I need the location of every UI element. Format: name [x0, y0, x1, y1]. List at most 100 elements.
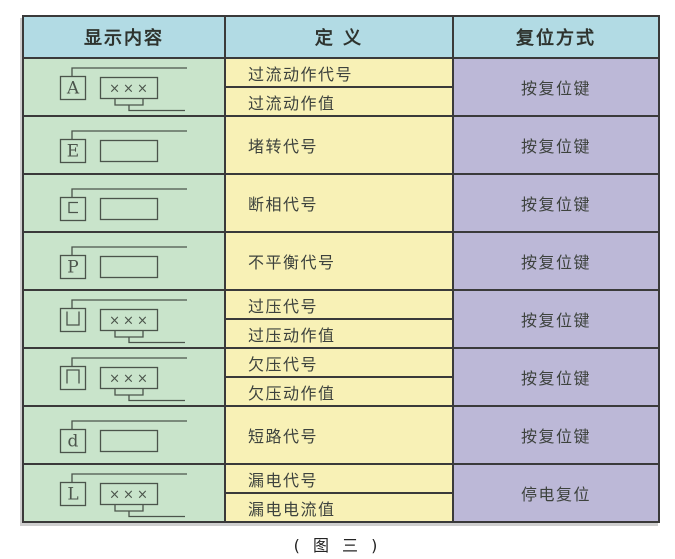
value-box: [99, 255, 159, 279]
display-cell: d: [24, 407, 224, 463]
display-cell: ×××: [24, 349, 224, 405]
definition-cell: 过流动作代号过流动作值: [226, 59, 452, 115]
reset-method-label: 停电复位: [520, 485, 591, 504]
code-box: [59, 196, 87, 222]
seven-segment-display-icon: [59, 188, 187, 222]
lead-bracket: [114, 330, 144, 338]
reset-cell: 按复位键: [454, 349, 658, 405]
code-box: [59, 138, 87, 164]
definition-cell: 短路代号: [226, 407, 452, 463]
value-placeholder: ×××: [109, 82, 151, 97]
definition-label: 不平衡代号: [248, 253, 336, 272]
display-cell: A ×××: [24, 59, 224, 115]
value-box: [99, 308, 159, 332]
lead-line-bottom: [128, 337, 185, 344]
code-box: [59, 365, 87, 391]
value-box: [99, 482, 159, 506]
code-box: [59, 481, 87, 507]
reset-method-label: 按复位键: [520, 195, 591, 214]
definition-label: 漏电代号: [248, 470, 319, 490]
display-cell: [24, 175, 224, 231]
lead-line-top: [71, 246, 187, 256]
fault-code-table: 显示内容 定 义 复位方式 A ××× 过流动作代号过流动作值 按复位键 E 堵…: [22, 15, 660, 523]
lead-line-bottom: [128, 511, 185, 518]
code-box: [59, 75, 87, 101]
definition-label: 欠压动作值: [226, 376, 452, 405]
reset-cell: 停电复位: [454, 465, 658, 521]
definition-cell: 过压代号过压动作值: [226, 291, 452, 347]
value-box: [99, 197, 159, 221]
seven-segment-display-icon: E: [59, 130, 187, 164]
definition-label: 漏电电流值: [226, 492, 452, 521]
lead-bracket: [114, 504, 144, 512]
lead-line-bottom: [128, 105, 185, 112]
value-box: [99, 76, 159, 100]
lead-line-top: [71, 188, 187, 198]
header-display-content: 显示内容: [24, 17, 224, 57]
code-box: [59, 307, 87, 333]
definition-label: 过流动作代号: [248, 64, 354, 84]
code-letter: d: [68, 432, 79, 452]
value-placeholder: ×××: [109, 314, 151, 329]
lead-line-top: [71, 130, 187, 140]
reset-method-label: 按复位键: [520, 79, 591, 98]
code-letter: E: [67, 142, 79, 162]
lead-line-top: [71, 67, 187, 77]
reset-cell: 按复位键: [454, 233, 658, 289]
value-box: [99, 366, 159, 390]
lead-line-top: [71, 420, 187, 430]
reset-method-label: 按复位键: [520, 137, 591, 156]
seven-segment-display-icon: L ×××: [59, 473, 187, 518]
reset-method-label: 按复位键: [520, 311, 591, 330]
code-glyph: [66, 311, 80, 326]
display-cell: E: [24, 117, 224, 173]
lead-line-top: [71, 299, 187, 309]
reset-cell: 按复位键: [454, 291, 658, 347]
value-box: [99, 139, 159, 163]
header-reset-method: 复位方式: [454, 17, 658, 57]
definition-label: 欠压代号: [248, 354, 319, 374]
definition-cell: 欠压代号欠压动作值: [226, 349, 452, 405]
seven-segment-display-icon: P: [59, 246, 187, 280]
reset-cell: 按复位键: [454, 117, 658, 173]
reset-method-label: 按复位键: [520, 253, 591, 272]
definition-label: 短路代号: [248, 427, 319, 446]
code-letter: A: [66, 79, 80, 99]
definition-label: 过压动作值: [226, 318, 452, 347]
code-letter: P: [67, 258, 78, 278]
definition-label: 过流动作值: [226, 86, 452, 115]
code-glyph: [66, 369, 80, 384]
definition-cell: 不平衡代号: [226, 233, 452, 289]
lead-line-top: [71, 473, 187, 483]
reset-cell: 按复位键: [454, 407, 658, 463]
seven-segment-display-icon: ×××: [59, 357, 187, 402]
seven-segment-display-icon: ×××: [59, 299, 187, 344]
reset-cell: 按复位键: [454, 59, 658, 115]
code-box: [59, 428, 87, 454]
value-box: [99, 429, 159, 453]
definition-cell: 堵转代号: [226, 117, 452, 173]
code-letter: L: [67, 485, 78, 505]
definition-label: 断相代号: [248, 195, 319, 214]
definition-label: 过压代号: [248, 296, 319, 316]
definition-label: 堵转代号: [248, 137, 319, 156]
figure-caption: ( 图 三 ): [293, 536, 382, 555]
display-cell: L ×××: [24, 465, 224, 521]
display-cell: ×××: [24, 291, 224, 347]
definition-cell: 断相代号: [226, 175, 452, 231]
lead-bracket: [114, 388, 144, 396]
definition-cell: 漏电代号漏电电流值: [226, 465, 452, 521]
reset-method-label: 按复位键: [520, 427, 591, 446]
header-definition: 定 义: [226, 17, 452, 57]
reset-method-label: 按复位键: [520, 369, 591, 388]
lead-bracket: [114, 98, 144, 106]
seven-segment-display-icon: d: [59, 420, 187, 454]
reset-cell: 按复位键: [454, 175, 658, 231]
display-cell: P: [24, 233, 224, 289]
code-glyph: [68, 201, 78, 214]
code-box: [59, 254, 87, 280]
value-placeholder: ×××: [109, 488, 151, 503]
value-placeholder: ×××: [109, 372, 151, 387]
lead-line-top: [71, 357, 187, 367]
lead-line-bottom: [128, 395, 185, 402]
